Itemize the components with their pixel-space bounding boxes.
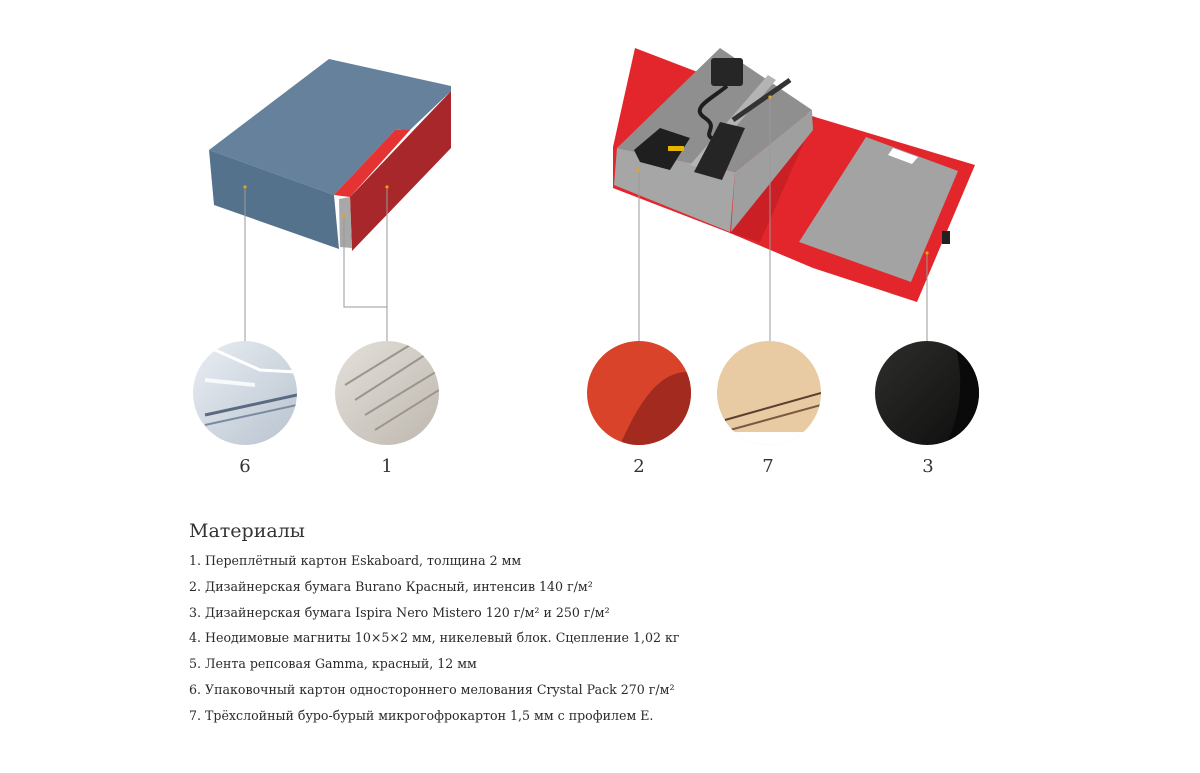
closed-box-sleeve-edge — [334, 129, 411, 197]
closed-box-top — [209, 59, 451, 195]
marker-2a — [385, 185, 389, 189]
marker-2 — [636, 168, 640, 172]
leader-lines-left — [244, 189, 388, 341]
callout-number-2: 2 — [633, 456, 645, 477]
legend-item: 4. Неодимовые магниты 10×5×2 мм, никелев… — [189, 630, 680, 646]
marker-6 — [243, 185, 247, 189]
swatch-7 — [717, 341, 821, 445]
marker-7 — [768, 95, 772, 99]
closed-box-front — [209, 150, 339, 249]
marker-3 — [925, 251, 929, 255]
legend-item: 2. Дизайнерская бумага Burano Красный, и… — [189, 578, 593, 594]
leader-lines-right — [638, 99, 928, 341]
open-box-illustration — [613, 48, 975, 302]
radio-antenna — [731, 77, 792, 123]
closed-box-sleeve-side — [350, 91, 451, 251]
open-box-tray-right — [731, 110, 813, 232]
legend-item: 3. Дизайнерская бумага Ispira Nero Miste… — [189, 604, 610, 620]
callout-number-3: 3 — [922, 456, 934, 477]
leader-line-1 — [343, 218, 388, 341]
closed-box-inner-edge — [339, 197, 352, 248]
legend-item: 7. Трёхслойный буро-бурый микрогофрокарт… — [189, 707, 654, 723]
charger-adapter — [711, 58, 743, 86]
legend-item: 5. Лента репсовая Gamma, красный, 12 мм — [189, 656, 477, 672]
marker-1 — [342, 214, 346, 218]
callout-number-6: 6 — [239, 456, 251, 477]
radio-body — [694, 122, 745, 180]
swatch-3 — [875, 341, 979, 445]
swatch-6 — [193, 341, 297, 445]
legend-title: Материалы — [189, 520, 305, 542]
closed-box-illustration — [209, 59, 451, 251]
open-box-document-label — [888, 148, 918, 164]
materials-legend: Материалы 1. Переплётный картон Eskaboar… — [189, 520, 679, 729]
charger-contacts — [668, 146, 684, 151]
callout-number-7: 7 — [762, 456, 774, 477]
swatch-1 — [335, 341, 439, 445]
legend-list: 1. Переплётный картон Eskaboard, толщина… — [189, 548, 679, 729]
callout-number-1: 1 — [381, 456, 393, 477]
legend-item: 6. Упаковочный картон одностороннего мел… — [189, 681, 675, 697]
charger-base — [634, 128, 690, 170]
swatch-2 — [587, 341, 691, 445]
open-box-ribbon-tab — [942, 231, 950, 244]
open-box-document — [799, 137, 958, 282]
charger-cable — [697, 84, 729, 142]
legend-item: 1. Переплётный картон Eskaboard, толщина… — [189, 553, 522, 568]
